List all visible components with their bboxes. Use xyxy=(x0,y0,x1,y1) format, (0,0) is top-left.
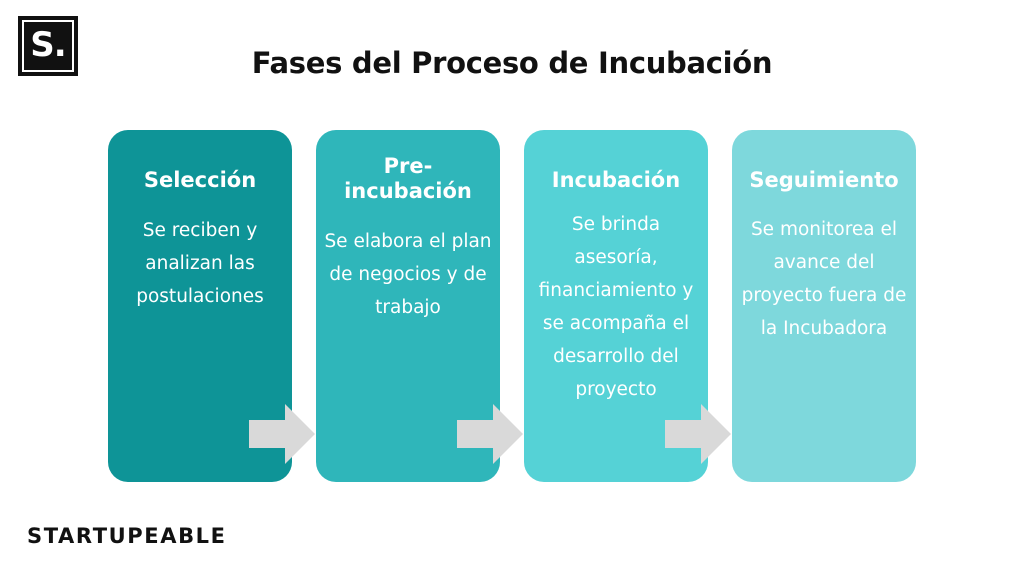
phase-title: Selección xyxy=(143,168,257,192)
phase-title: Seguimiento xyxy=(749,168,899,192)
arrow-shape xyxy=(249,404,315,464)
phase-title: Pre-incubación xyxy=(344,154,472,203)
brand-name: STARTUPEABLE xyxy=(27,524,227,548)
arrow-shape xyxy=(457,404,523,464)
arrow-right-icon xyxy=(457,404,523,464)
arrow-shape xyxy=(665,404,731,464)
arrow-right-icon xyxy=(249,404,315,464)
page-title: Fases del Proceso de Incubación xyxy=(251,46,773,80)
arrow-right-icon xyxy=(665,404,731,464)
phase-description: Se elabora el plan de negocios y de trab… xyxy=(324,231,492,318)
phase-title: Incubación xyxy=(551,168,681,192)
phase-description: Se brinda asesoría, financiamiento y se … xyxy=(538,214,694,400)
phase-card-seguimiento: Seguimiento Se monitorea el avance del p… xyxy=(732,130,916,482)
phase-description: Se monitorea el avance del proyecto fuer… xyxy=(741,219,907,339)
phase-description: Se reciben y analizan las postulaciones xyxy=(136,220,264,307)
logo-text: S. xyxy=(30,25,66,65)
phase-card-incubacion: Incubación Se brinda asesoría, financiam… xyxy=(524,130,708,482)
startupeable-logo: S. xyxy=(18,16,78,76)
